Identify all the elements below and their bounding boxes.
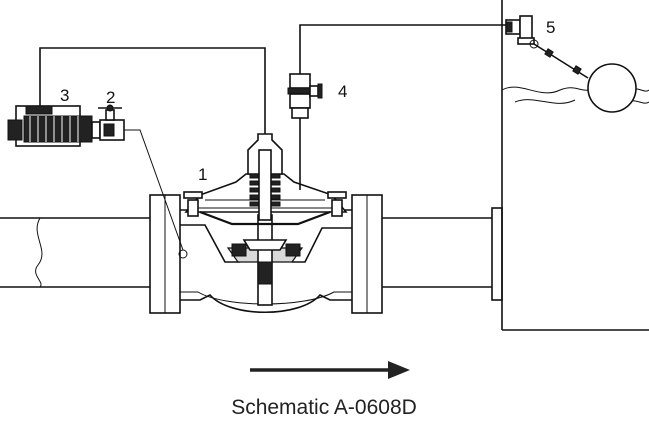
- outlet-pipe: [382, 207, 503, 301]
- label-ball-valve: 2: [106, 88, 115, 107]
- main-valve: [149, 133, 383, 314]
- label-float-pilot: 5: [546, 18, 555, 37]
- ball-valve: [98, 104, 125, 141]
- schematic-caption: Schematic A-0608D: [231, 396, 417, 419]
- label-strainer: 3: [60, 86, 69, 105]
- strainer: [7, 105, 101, 147]
- label-main-valve: 1: [198, 165, 207, 184]
- float-pilot: [505, 15, 637, 113]
- reservoir-tank: [501, 0, 649, 331]
- pilot-tubing: [39, 24, 506, 251]
- inlet-pipe: [0, 217, 150, 288]
- flow-arrow: [250, 361, 410, 379]
- needle-valve: [287, 73, 323, 119]
- label-needle-valve: 4: [338, 82, 347, 101]
